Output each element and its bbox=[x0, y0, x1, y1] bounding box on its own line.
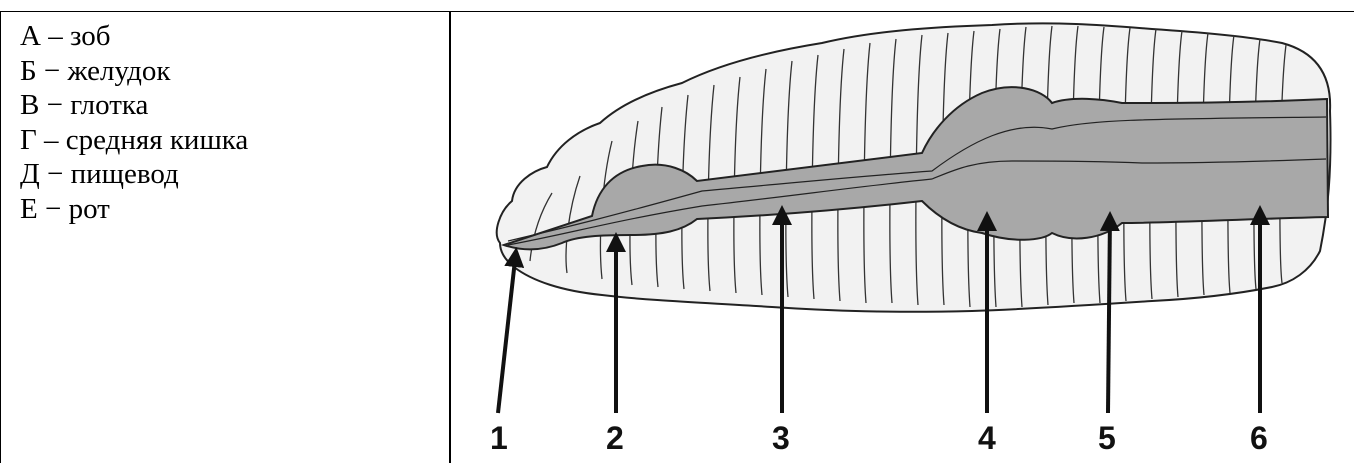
legend-item-a: А – зоб bbox=[20, 19, 248, 54]
column-divider bbox=[449, 11, 451, 463]
earthworm-digestive-diagram: 1 2 3 4 5 6 bbox=[452, 11, 1352, 463]
label-1: 1 bbox=[490, 420, 508, 456]
organ-legend: А – зоб Б − желудок В − глотка Г – средн… bbox=[20, 19, 248, 226]
number-labels: 1 2 3 4 5 6 bbox=[490, 420, 1268, 456]
legend-item-v: В − глотка bbox=[20, 88, 248, 123]
legend-item-g: Г – средняя кишка bbox=[20, 123, 248, 158]
label-2: 2 bbox=[606, 420, 624, 456]
task-table: А – зоб Б − желудок В − глотка Г – средн… bbox=[0, 11, 1354, 463]
legend-item-b: Б − желудок bbox=[20, 54, 248, 89]
label-3: 3 bbox=[772, 420, 790, 456]
legend-item-d: Д − пищевод bbox=[20, 157, 248, 192]
arrow-5 bbox=[1108, 215, 1110, 413]
label-4: 4 bbox=[978, 420, 996, 456]
legend-item-e: Е − рот bbox=[20, 192, 248, 227]
label-5: 5 bbox=[1098, 420, 1116, 456]
arrow-1 bbox=[498, 251, 516, 413]
label-6: 6 bbox=[1250, 420, 1268, 456]
